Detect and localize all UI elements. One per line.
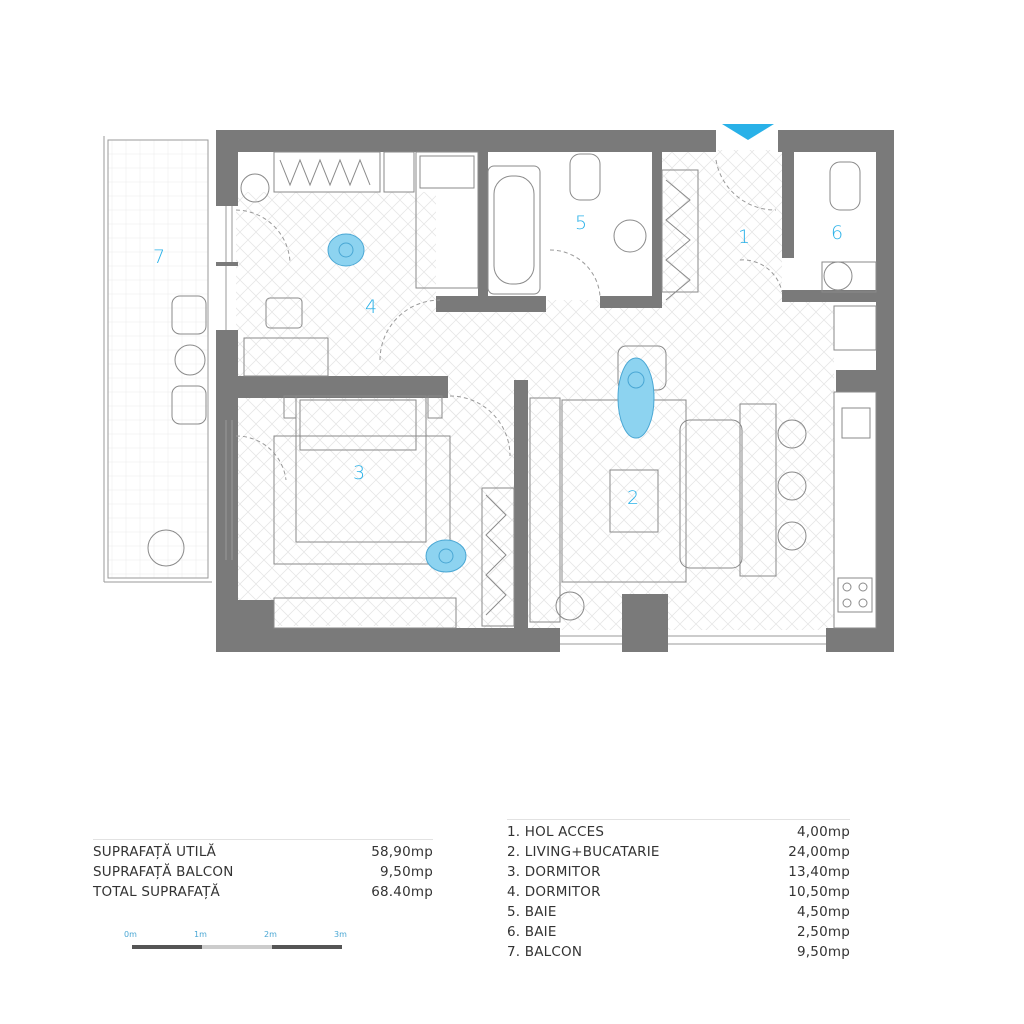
entrance-marker-icon bbox=[722, 124, 774, 140]
hall-wardrobe bbox=[661, 169, 699, 293]
fridge bbox=[833, 305, 877, 351]
summary-value: 9,50mp bbox=[380, 864, 433, 880]
person-icon bbox=[617, 357, 655, 439]
room-list: 1. HOL ACCES 4,00mp 2. LIVING+BUCATARIE 24… bbox=[507, 819, 850, 962]
scale-tick-label: 0m bbox=[124, 930, 137, 939]
room-row: 7. BALCON 9,50mp bbox=[507, 942, 850, 962]
room-row: 1. HOL ACCES 4,00mp bbox=[507, 822, 850, 842]
room-number-1: 1 bbox=[737, 226, 751, 248]
room-number-5: 5 bbox=[574, 212, 588, 234]
wardrobe bbox=[273, 151, 381, 193]
area-summary: SUPRAFAȚĂ UTILĂ 58,90mp SUPRAFAȚĂ BALCON 9… bbox=[93, 839, 433, 902]
floor-areas bbox=[108, 140, 834, 630]
room-number-6: 6 bbox=[830, 222, 844, 244]
coffee-table bbox=[609, 469, 659, 533]
room-row: 6. BAIE 2,50mp bbox=[507, 922, 850, 942]
room-label: 7. BALCON bbox=[507, 944, 583, 960]
scale-segment bbox=[272, 945, 342, 949]
summary-value: 68.40mp bbox=[371, 884, 433, 900]
room-value: 24,00mp bbox=[788, 844, 850, 860]
sofa bbox=[679, 419, 743, 569]
room-number-3: 3 bbox=[352, 462, 366, 484]
room-label: 6. BAIE bbox=[507, 924, 557, 940]
sink bbox=[613, 219, 647, 253]
scale-tick-label: 3m bbox=[334, 930, 347, 939]
room-value: 13,40mp bbox=[788, 864, 850, 880]
room-label: 5. BAIE bbox=[507, 904, 557, 920]
room-number-7: 7 bbox=[152, 246, 166, 268]
balcony-outline bbox=[103, 136, 212, 583]
room-label: 3. DORMITOR bbox=[507, 864, 601, 880]
room-value: 2,50mp bbox=[797, 924, 850, 940]
scale-segment bbox=[202, 945, 272, 949]
bathtub bbox=[487, 165, 541, 295]
room-value: 10,50mp bbox=[788, 884, 850, 900]
room-number-4: 4 bbox=[364, 296, 378, 318]
bedroom-wardrobe bbox=[481, 487, 515, 627]
windows bbox=[225, 206, 826, 645]
double-bed bbox=[295, 395, 427, 543]
toilet bbox=[569, 153, 601, 201]
room-value: 4,00mp bbox=[797, 824, 850, 840]
room-label: 1. HOL ACCES bbox=[507, 824, 605, 840]
scale-bar: 0m 1m 2m 3m bbox=[124, 930, 354, 960]
room-value: 9,50mp bbox=[797, 944, 850, 960]
scale-segment bbox=[132, 945, 202, 949]
room-row: 3. DORMITOR 13,40mp bbox=[507, 862, 850, 882]
scale-tick-label: 2m bbox=[264, 930, 277, 939]
room-label: 2. LIVING+BUCATARIE bbox=[507, 844, 660, 860]
summary-row: SUPRAFAȚĂ UTILĂ 58,90mp bbox=[93, 842, 433, 862]
room-row: 2. LIVING+BUCATARIE 24,00mp bbox=[507, 842, 850, 862]
summary-row: SUPRAFAȚĂ BALCON 9,50mp bbox=[93, 862, 433, 882]
room-row: 4. DORMITOR 10,50mp bbox=[507, 882, 850, 902]
plant-icon bbox=[240, 173, 270, 203]
summary-row: TOTAL SUPRAFAȚĂ 68.40mp bbox=[93, 882, 433, 902]
summary-value: 58,90mp bbox=[371, 844, 433, 860]
balcony-plant-icon bbox=[147, 529, 185, 567]
door-swings bbox=[235, 159, 783, 481]
furniture bbox=[147, 151, 877, 629]
summary-label: SUPRAFAȚĂ UTILĂ bbox=[93, 844, 217, 860]
desk bbox=[243, 337, 329, 377]
summary-label: SUPRAFAȚĂ BALCON bbox=[93, 864, 234, 880]
summary-label: TOTAL SUPRAFAȚĂ bbox=[93, 884, 220, 900]
room-value: 4,50mp bbox=[797, 904, 850, 920]
single-bed bbox=[415, 151, 479, 289]
room-number-2: 2 bbox=[626, 487, 640, 509]
walls bbox=[216, 130, 894, 652]
person-icons bbox=[327, 233, 655, 573]
room-row: 5. BAIE 4,50mp bbox=[507, 902, 850, 922]
scale-tick-label: 1m bbox=[194, 930, 207, 939]
living-plant-icon bbox=[555, 591, 585, 621]
room-label: 4. DORMITOR bbox=[507, 884, 601, 900]
bar-counter bbox=[739, 403, 777, 577]
kitchen-counter bbox=[833, 391, 877, 629]
